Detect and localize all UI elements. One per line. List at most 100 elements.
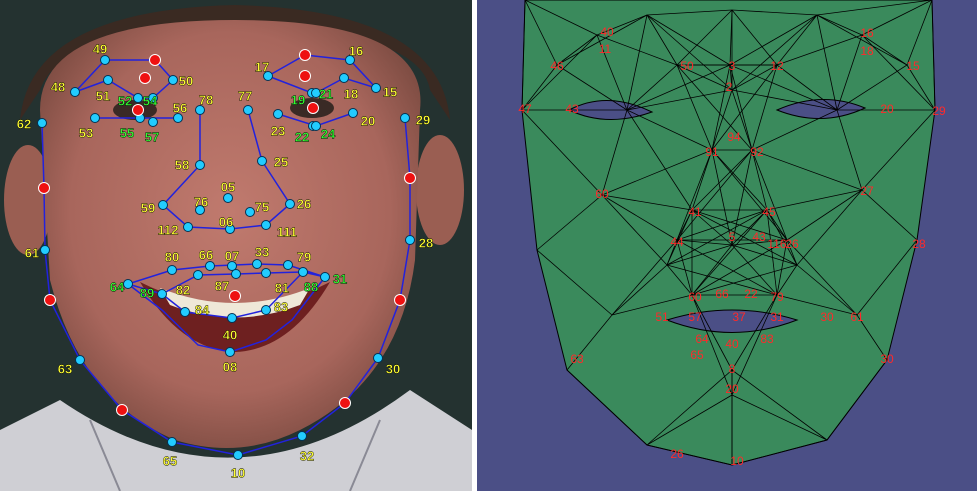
red-landmark-0 <box>149 54 161 66</box>
landmark-point-42 <box>157 289 167 299</box>
mesh-edge-69 <box>731 89 838 111</box>
collar-lines <box>89 419 381 491</box>
landmark-point-0 <box>100 55 110 65</box>
landmark-label-25: 25 <box>274 154 288 169</box>
mesh-edge-26 <box>731 64 778 91</box>
mesh-edge-110 <box>676 239 778 296</box>
landmark-label-45: 81 <box>275 280 289 295</box>
mesh-label-27: 60 <box>688 290 702 304</box>
landmark-point-19 <box>400 113 410 123</box>
mesh-label-36: 61 <box>850 310 864 324</box>
mesh-edge-112 <box>731 239 788 246</box>
landmark-label-13: 16 <box>349 43 363 58</box>
mesh-label-40: 65 <box>690 348 704 362</box>
landmark-point-23 <box>348 108 358 118</box>
landmark-points <box>37 49 416 460</box>
mesh-edge-64 <box>836 64 908 111</box>
landmark-point-49 <box>261 305 271 315</box>
mesh-label-1: 11 <box>599 42 612 56</box>
landmark-label-21: 22 <box>295 129 309 144</box>
landmark-point-22 <box>311 121 321 131</box>
mesh-edge-133 <box>666 264 693 296</box>
landmark-point-44 <box>231 269 241 279</box>
landmark-point-26 <box>223 193 233 203</box>
landmark-point-40 <box>283 260 293 270</box>
landmark-point-2 <box>103 75 113 85</box>
landmark-label-15: 19 <box>291 92 305 107</box>
mesh-edge-13 <box>626 64 678 111</box>
mesh-edge-82 <box>751 149 768 211</box>
mesh-edge-65 <box>816 14 908 66</box>
landmark-point-11 <box>37 118 47 128</box>
mesh-edge-127 <box>611 264 668 316</box>
mesh-edge-36 <box>816 14 863 36</box>
landmark-point-38 <box>227 261 237 271</box>
mesh-edge-114 <box>731 244 778 296</box>
right-ear <box>416 135 464 245</box>
landmark-label-9: 55 <box>120 125 134 140</box>
mesh-edge-135 <box>731 294 778 371</box>
mesh-edge-50 <box>646 444 733 466</box>
landmark-point-55 <box>297 431 307 441</box>
mesh-label-25: 26 <box>785 237 799 251</box>
red-landmark-12 <box>229 290 241 302</box>
mesh-edge-136 <box>731 294 778 396</box>
mesh-label-13: 29 <box>932 104 946 118</box>
landmark-point-48 <box>180 307 190 317</box>
mesh-label-11: 2 <box>726 80 733 94</box>
landmark-label-38: 07 <box>225 248 239 263</box>
mesh-edge-142 <box>646 9 733 16</box>
landmark-point-1 <box>70 87 80 97</box>
mesh-label-31: 51 <box>655 310 669 324</box>
landmark-point-17 <box>339 73 349 83</box>
mesh-edge-84 <box>731 149 753 246</box>
mesh-edge-15 <box>646 14 678 66</box>
mesh-edge-5 <box>556 34 598 66</box>
mesh-edge-98 <box>731 209 768 246</box>
mesh-edge-49 <box>731 394 828 441</box>
mesh-label-3: 50 <box>680 59 694 73</box>
landmark-label-29: 75 <box>255 199 269 214</box>
landmark-point-54 <box>167 437 177 447</box>
mesh-edge-3 <box>596 34 678 66</box>
landmark-point-50 <box>227 313 237 323</box>
landmark-label-2: 51 <box>96 88 110 103</box>
mesh-edge-87 <box>751 109 838 151</box>
landmark-point-36 <box>167 265 177 275</box>
mesh-label-21: 44 <box>670 235 684 249</box>
mesh-label-17: 60 <box>595 187 609 201</box>
landmark-point-52 <box>75 355 85 365</box>
mesh-edge-96 <box>691 209 798 266</box>
mesh-edge-57 <box>536 194 603 251</box>
mesh-edge-118 <box>786 239 858 316</box>
mesh-label-34: 31 <box>770 310 784 324</box>
landmark-point-56 <box>233 450 243 460</box>
landmark-label-43: 82 <box>176 282 190 297</box>
mesh-label-9: 47 <box>518 102 532 116</box>
mesh-edge-78 <box>711 149 788 241</box>
mesh-edge-94 <box>626 109 693 211</box>
landmark-label-3: 52 <box>118 93 132 108</box>
mesh-edge-27 <box>711 64 778 151</box>
mesh-edge-124 <box>836 109 863 191</box>
red-landmark-10 <box>116 404 128 416</box>
mesh-edge-123 <box>601 194 668 266</box>
mesh-edge-30 <box>731 9 778 66</box>
landmark-label-23: 20 <box>361 113 375 128</box>
landmark-label-32: 112 <box>158 222 179 237</box>
mesh-edge-102 <box>766 209 778 296</box>
mesh-edge-41 <box>861 109 936 191</box>
mesh-label-22: 5 <box>729 230 736 244</box>
mesh-edge-143 <box>731 9 818 16</box>
mesh-label-16: 92 <box>750 145 764 159</box>
mesh-edge-97 <box>676 209 768 241</box>
mesh-label-18: 27 <box>860 184 874 198</box>
mesh-edge-14 <box>676 9 733 66</box>
mesh-edge-95 <box>666 209 693 266</box>
landmark-point-6 <box>173 113 183 123</box>
landmark-point-33 <box>261 220 271 230</box>
red-landmark-1 <box>139 72 151 84</box>
